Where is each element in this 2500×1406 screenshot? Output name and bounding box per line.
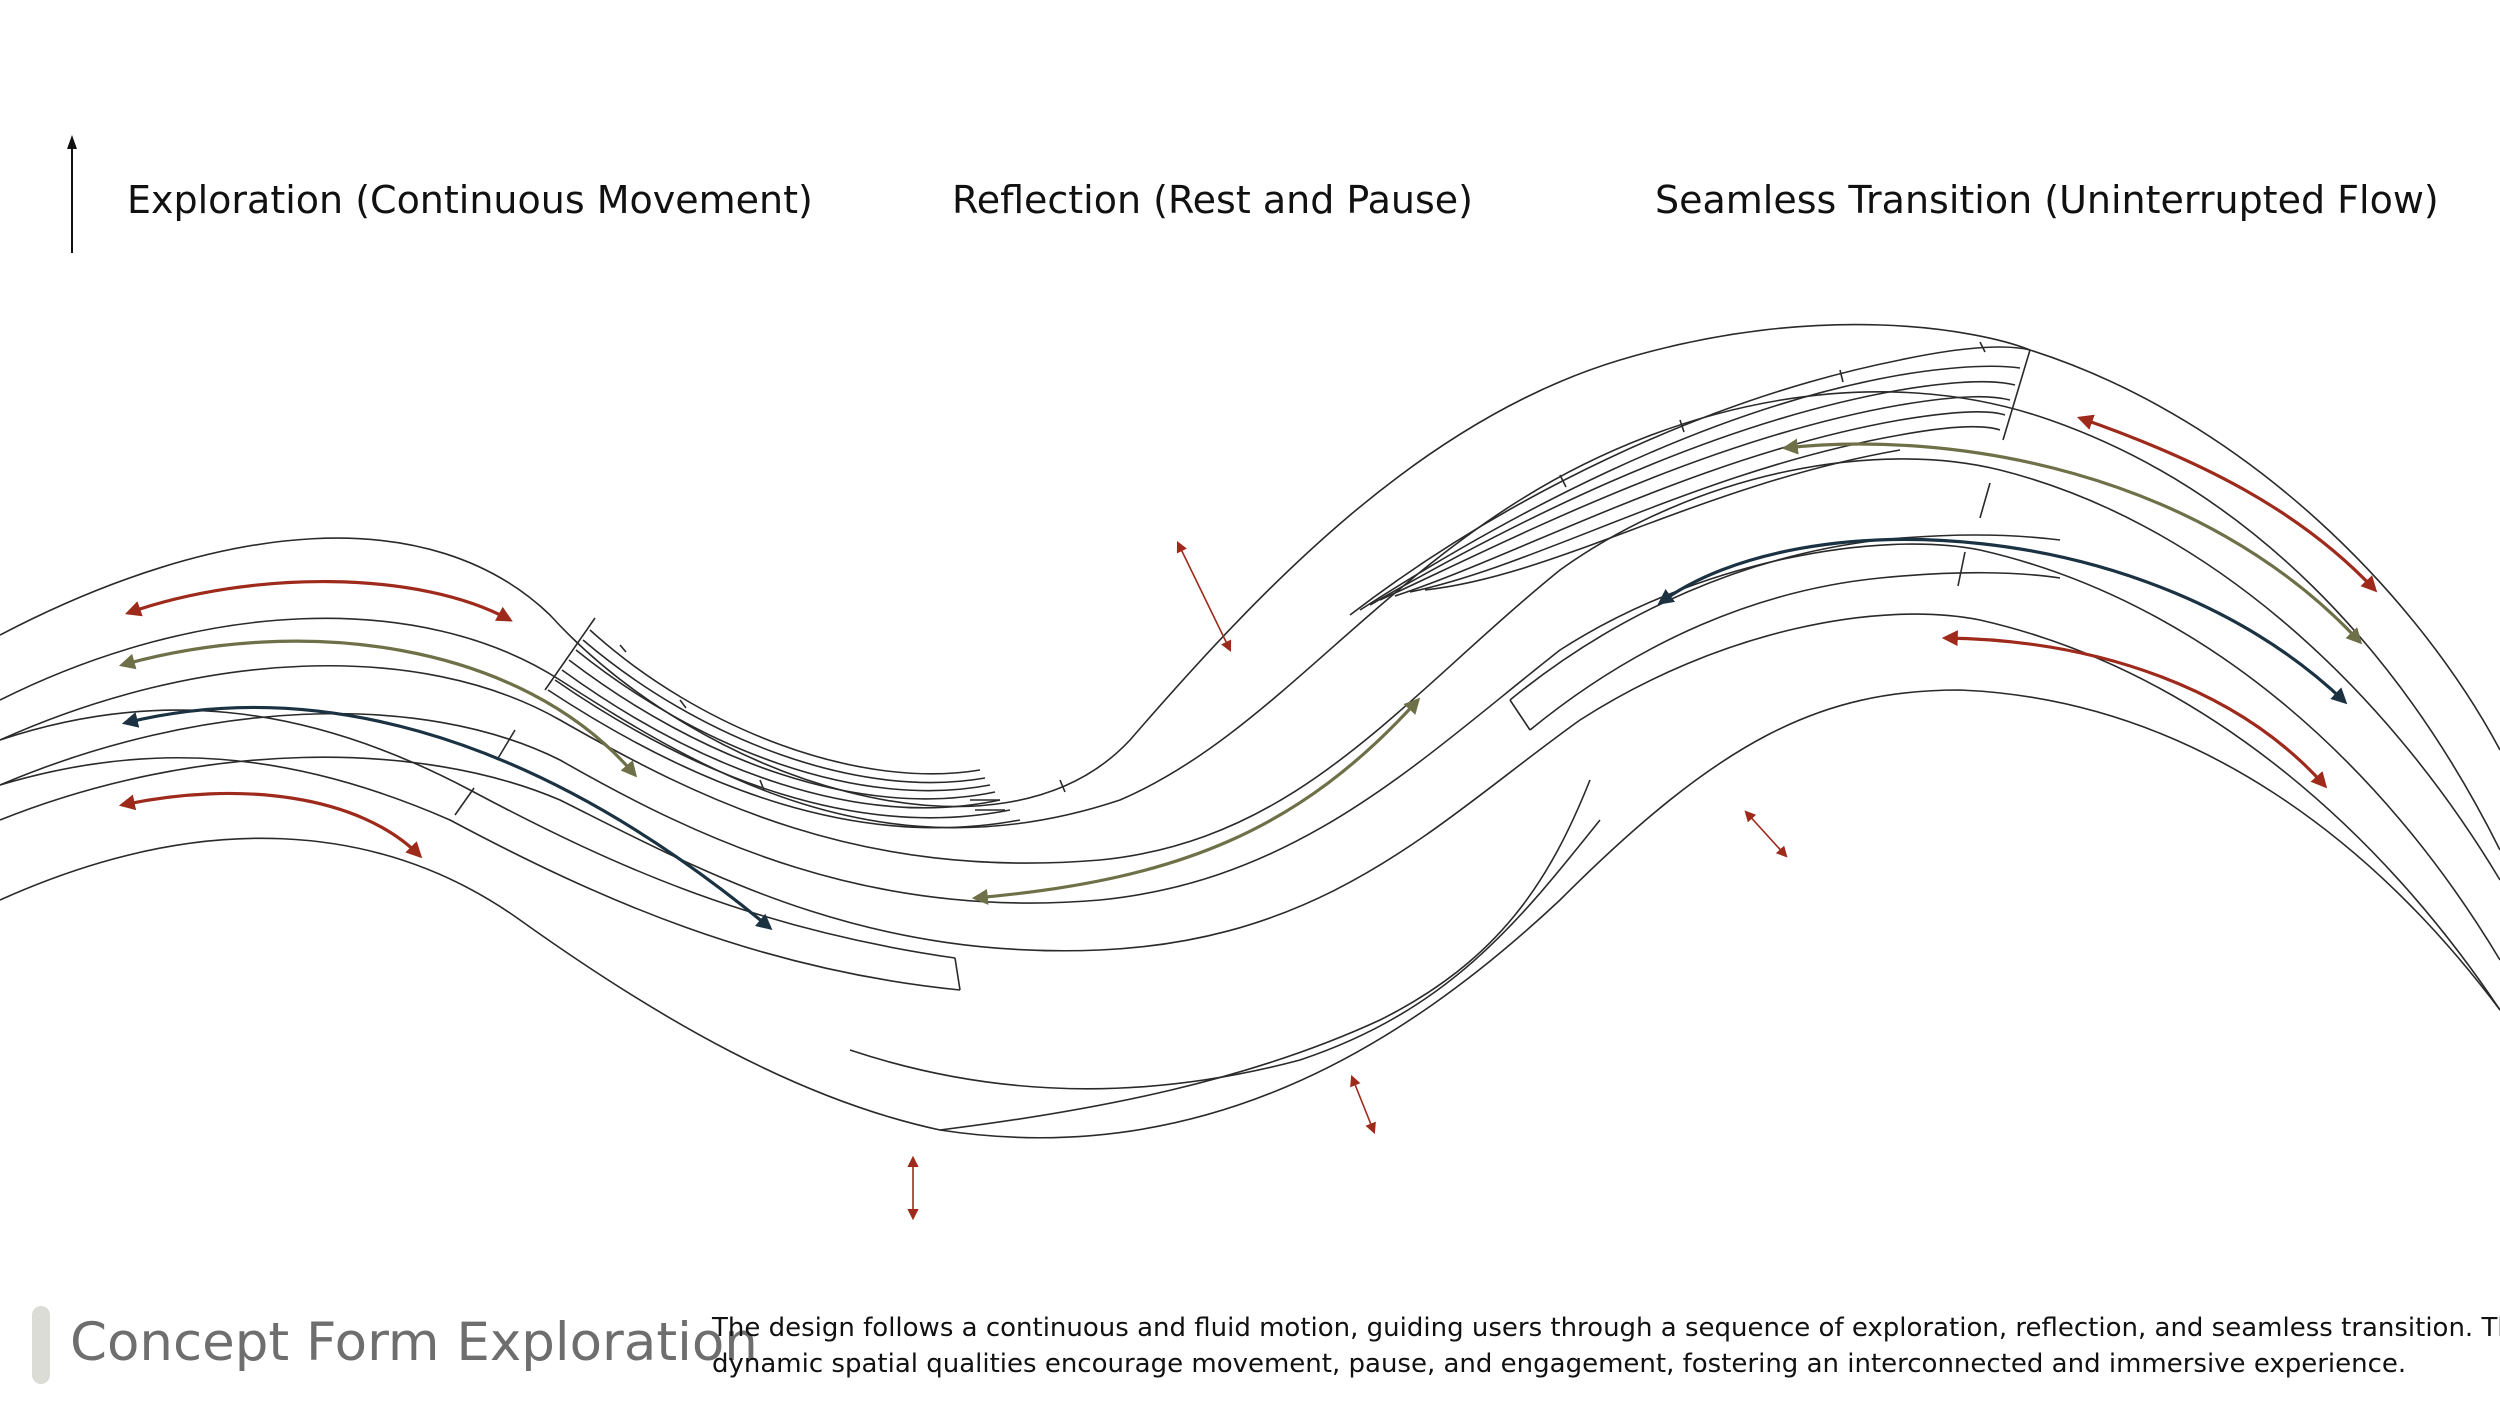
dimension-markers [907,540,1788,1221]
flow-arrow-red-4 [1941,630,2328,789]
footer-accent-bar [32,1306,50,1384]
flow-arrow-olive-1 [118,639,638,778]
marker-1 [1176,540,1232,653]
flow-arrow-navy-1 [121,706,773,931]
flow-arrow-red-1 [124,579,513,622]
flow-arrow-olive-2 [971,697,1421,905]
form-outlines [0,323,2500,1139]
heading-transition: Seamless Transition (Uninterrupted Flow) [1655,178,2439,222]
flow-arrow-red-3 [2076,414,2378,593]
flow-arrow-red-2 [118,791,423,859]
heading-exploration: Exploration (Continuous Movement) [127,178,813,222]
heading-reflection: Reflection (Rest and Pause) [952,178,1473,222]
footer-description-line-2: dynamic spatial qualities encourage move… [712,1349,2407,1379]
marker-2 [1744,810,1788,858]
footer-title: Concept Form Exploration [70,1312,758,1373]
flow-arrow-olive-3 [1781,438,2363,645]
footer-description: The design follows a continuous and flui… [712,1310,2500,1382]
flow-arrows [118,414,2378,931]
footer-description-line-1: The design follows a continuous and flui… [712,1313,2500,1343]
north-arrow-icon [67,135,77,253]
marker-3 [1350,1074,1376,1135]
